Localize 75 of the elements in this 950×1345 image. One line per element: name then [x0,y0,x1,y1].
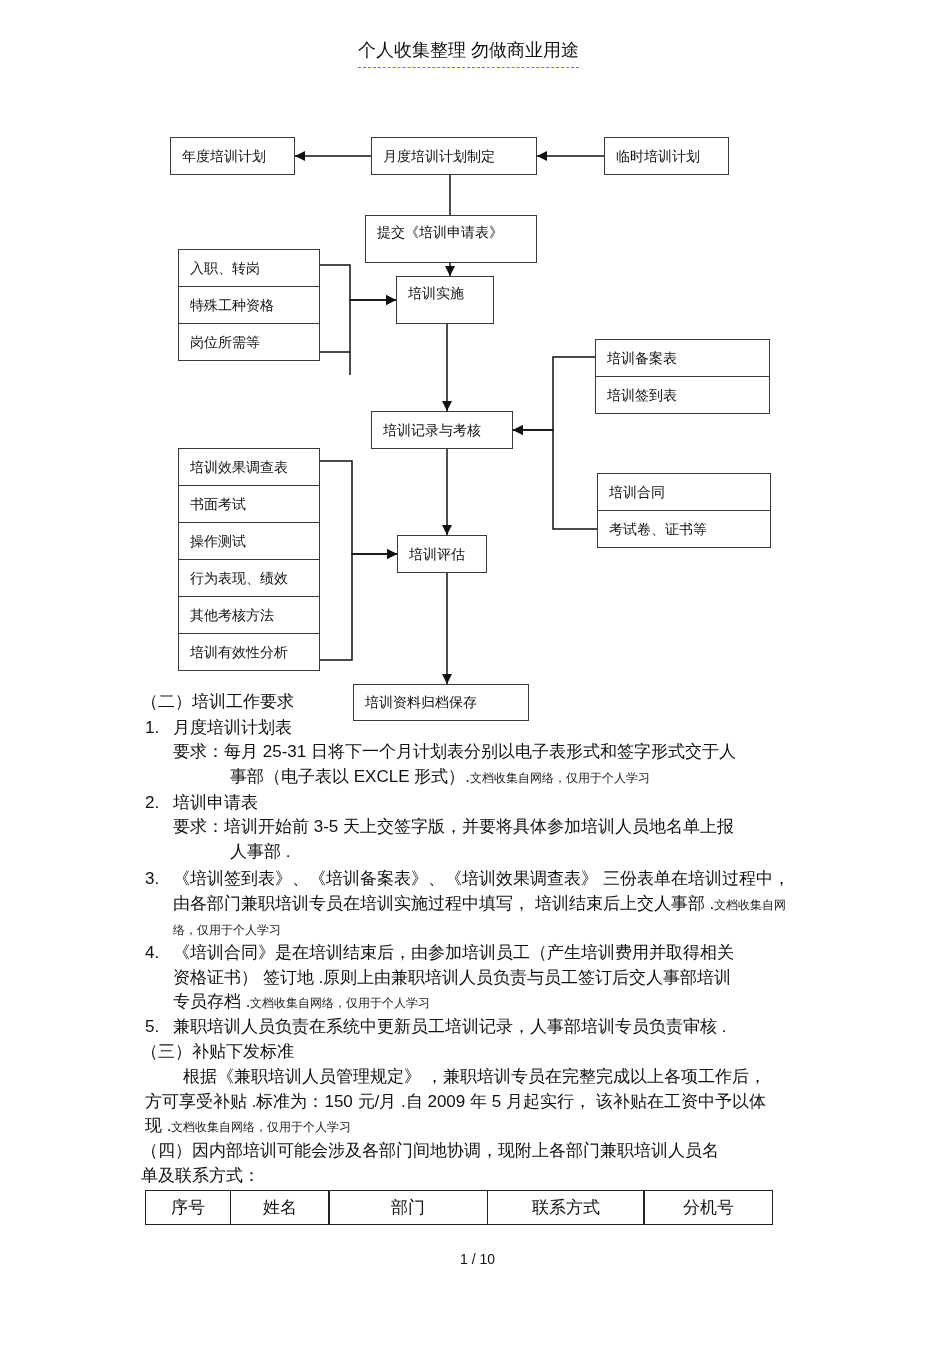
section-heading: （二）培训工作要求 [141,691,294,713]
paragraph: 《培训签到表》、《培训备案表》、《培训效果调查表》 三份表单在培训过程中，由各部门兼职培训专员在培训实施过程中填写， 培训结束后上交人事部 .文档收集自网络，仅用于个人学习 [173,868,791,938]
item-box [178,249,320,287]
list-number: 3. [145,868,160,890]
paragraph: 兼职培训人员负责在系统中更新员工培训记录，人事部培训专员负责审核 . [173,1016,728,1038]
box-text: 培训资料归档保存 [365,693,477,712]
box-text: 临时培训计划 [616,146,700,166]
arrow [442,323,452,412]
list-number: 2. [145,792,160,814]
item-box [178,286,320,324]
box-text: 月度培训计划制定 [383,146,495,166]
item-box [595,339,770,377]
process-box [371,137,537,175]
box-text: 培训评估 [409,544,465,564]
box-text: 行为表现、绩效 [190,568,288,588]
table-header-cell: 联系方式 [486,1190,645,1225]
box-text: 培训效果调查表 [190,457,288,477]
arrow [442,448,452,536]
item-box [178,448,320,486]
process-box [396,276,494,324]
paragraph: 《培训合同》是在培训结束后，由参加培训员工（产生培训费用并取得相关资格证书） 签订地 .原则上由兼职培训人员负责与员工签订后交人事部培训专员存档 .文档收集自网络，仅用于个人学习 [173,942,735,1013]
arrow [445,262,455,277]
box-text: 培训记录与考核 [383,420,481,440]
box-text: 特殊工种资格 [190,295,274,315]
box-text: 入职、转岗 [190,258,260,278]
paragraph: 要求：每月 25-31 日将下一个月计划表分别以电子表形式和签字形式交于人事部（电子表以 EXCLE 形式）.文档收集自网络，仅用于个人学习 [173,741,737,788]
process-box [170,137,295,175]
item-box [178,485,320,523]
arrow [319,549,398,661]
table-header-cell: 部门 [328,1190,488,1225]
box-text: 书面考试 [190,494,246,514]
item-title: 月度培训计划表 [173,717,292,739]
arrow [442,572,452,685]
box-text: 操作测试 [190,531,246,551]
box-text: 培训备案表 [607,348,677,368]
arrow [319,295,397,353]
arrow [512,425,598,530]
box-text: 培训签到表 [607,385,677,405]
box-text: 培训合同 [609,482,665,502]
item-box [597,510,771,548]
process-box [353,684,529,721]
process-box [371,411,513,449]
list-number: 5. [145,1016,160,1038]
box-text: 提交《培训申请表》 [377,223,503,242]
item-box [178,633,320,671]
box-text: 年度培训计划 [182,146,266,166]
item-box [178,559,320,597]
list-number: 1. [145,717,160,739]
box-text: 培训实施 [408,284,464,303]
item-box [178,323,320,361]
item-box [178,596,320,634]
page-header: 个人收集整理 勿做商业用途 [358,38,579,68]
box-text: 培训有效性分析 [190,642,288,662]
table-header-cell: 分机号 [643,1190,773,1225]
box-text: 岗位所需等 [190,332,260,352]
page-number: 1 / 10 [460,1250,496,1269]
paragraph: （四）因内部培训可能会涉及各部门间地协调，现附上各部门兼职培训人员名单及联系方式： [141,1140,720,1187]
arrow [536,151,605,161]
item-box [595,376,770,414]
item-title: 培训申请表 [173,792,258,814]
connector-line [449,174,451,216]
process-box [604,137,729,175]
list-number: 4. [145,942,160,964]
box-text: 考试卷、证书等 [609,519,707,539]
table-header-cell: 序号 [145,1190,231,1225]
paragraph: 要求：培训开始前 3-5 天上交签字版，并要将具体参加培训人员地名单上报人事部 . [173,816,736,863]
process-box [397,535,487,573]
table-header-cell: 姓名 [229,1190,330,1225]
section-heading: （三）补贴下发标准 [141,1041,294,1063]
item-box [597,473,771,511]
arrow [294,151,372,161]
process-box [365,215,537,263]
item-box [178,522,320,560]
box-text: 其他考核方法 [190,605,274,625]
paragraph: 根据《兼职培训人员管理规定》 ，兼职培训专员在完整完成以上各项工作后，方可享受补贴 .标准为：150 元/月 .自 2009 年 5 月起实行， 该补贴在工资中予以体现 .文档收集自网络，仅用于个人学习 [145,1066,767,1137]
